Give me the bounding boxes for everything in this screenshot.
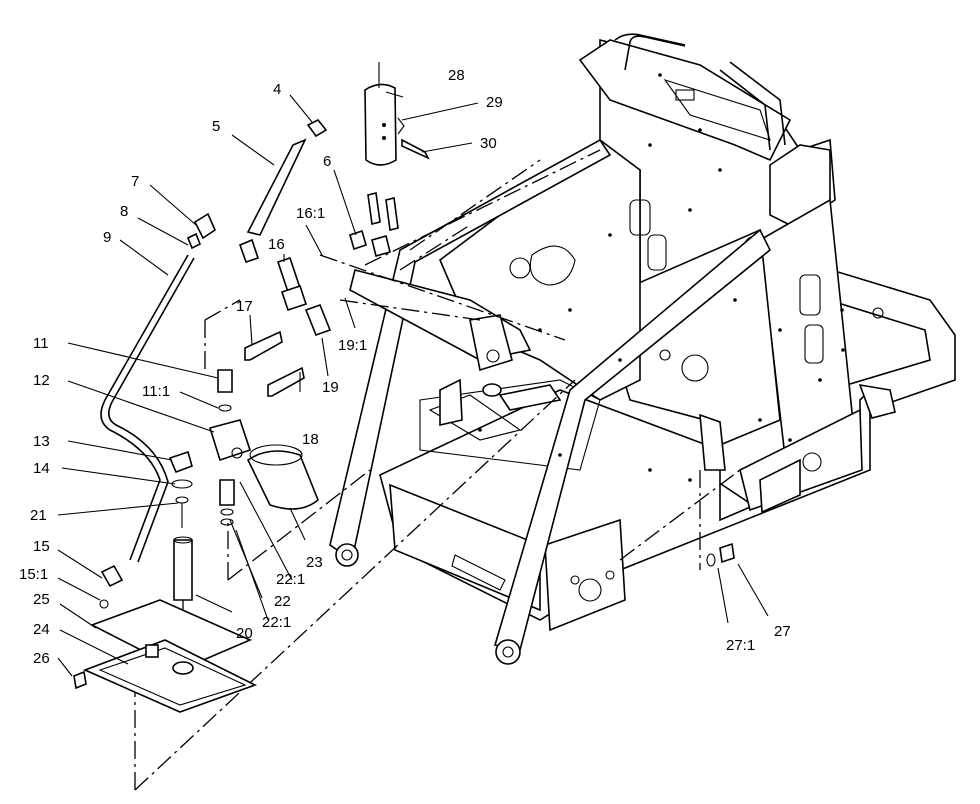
part-5-rod xyxy=(246,138,307,236)
callout-24: 24 xyxy=(33,621,50,638)
callout-30: 30 xyxy=(480,135,497,152)
main-frame xyxy=(329,33,956,665)
part-29-clip xyxy=(397,117,405,135)
part-17-bracket xyxy=(244,330,283,361)
callout-27-1: 27:1 xyxy=(726,637,755,654)
callout-18: 18 xyxy=(302,431,319,448)
callout-4: 4 xyxy=(273,81,281,98)
callout-14: 14 xyxy=(33,460,50,477)
part-19-coupler xyxy=(304,303,332,337)
callout-12: 12 xyxy=(33,372,50,389)
part-18-bracket xyxy=(267,366,305,397)
callout-9: 9 xyxy=(103,229,111,246)
callout-25: 25 xyxy=(33,591,50,608)
callout-19: 19 xyxy=(322,379,339,396)
callout-22-1a: 22:1 xyxy=(276,571,305,588)
leader-lines xyxy=(57,91,769,677)
part-22-fitting xyxy=(219,479,235,506)
callout-16: 16 xyxy=(268,236,285,253)
callout-11-1: 11:1 xyxy=(142,383,170,400)
part-6-fitting xyxy=(349,229,367,251)
callout-13: 13 xyxy=(33,433,50,450)
part-11-fitting xyxy=(217,369,233,393)
part-27-plug xyxy=(719,542,735,564)
callout-labels: 4 5 6 7 8 9 11 11:1 12 13 14 15 15:1 16 … xyxy=(19,67,791,667)
callout-20: 20 xyxy=(236,625,253,642)
callout-15-1: 15:1 xyxy=(19,566,48,583)
part-13-cap xyxy=(168,450,193,474)
callout-27: 27 xyxy=(774,623,791,640)
callout-11: 11 xyxy=(33,335,49,352)
part-23-filter xyxy=(246,450,319,510)
callout-15: 15 xyxy=(33,538,50,555)
callout-17: 17 xyxy=(236,298,253,315)
part-12-filter-head xyxy=(208,419,252,462)
callout-29: 29 xyxy=(486,94,503,111)
parts xyxy=(73,62,735,713)
callout-28: 28 xyxy=(448,67,465,84)
callout-22: 22 xyxy=(274,593,291,610)
callout-22-1b: 22:1 xyxy=(262,614,291,631)
part-28-sleeve xyxy=(364,83,397,166)
part-26-bolt xyxy=(73,670,87,690)
part-15-elbow xyxy=(100,564,124,588)
callout-5: 5 xyxy=(212,118,220,135)
part-7-knob xyxy=(193,212,217,240)
callout-21: 21 xyxy=(30,507,47,524)
callout-8: 8 xyxy=(120,203,128,220)
callout-23: 23 xyxy=(306,554,323,571)
part-24-gasket xyxy=(82,639,258,713)
part-30-pin xyxy=(401,138,430,160)
callout-7: 7 xyxy=(131,173,139,190)
part-9-hose xyxy=(100,254,189,561)
frame-holes xyxy=(478,73,845,482)
callout-6: 6 xyxy=(323,153,331,170)
callout-16-1: 16:1 xyxy=(296,205,325,222)
part-8-fitting xyxy=(186,232,202,250)
callout-26: 26 xyxy=(33,650,50,667)
part-4-cap xyxy=(306,118,328,138)
part-20-screen xyxy=(173,539,193,601)
callout-19-1: 19:1 xyxy=(338,337,367,354)
